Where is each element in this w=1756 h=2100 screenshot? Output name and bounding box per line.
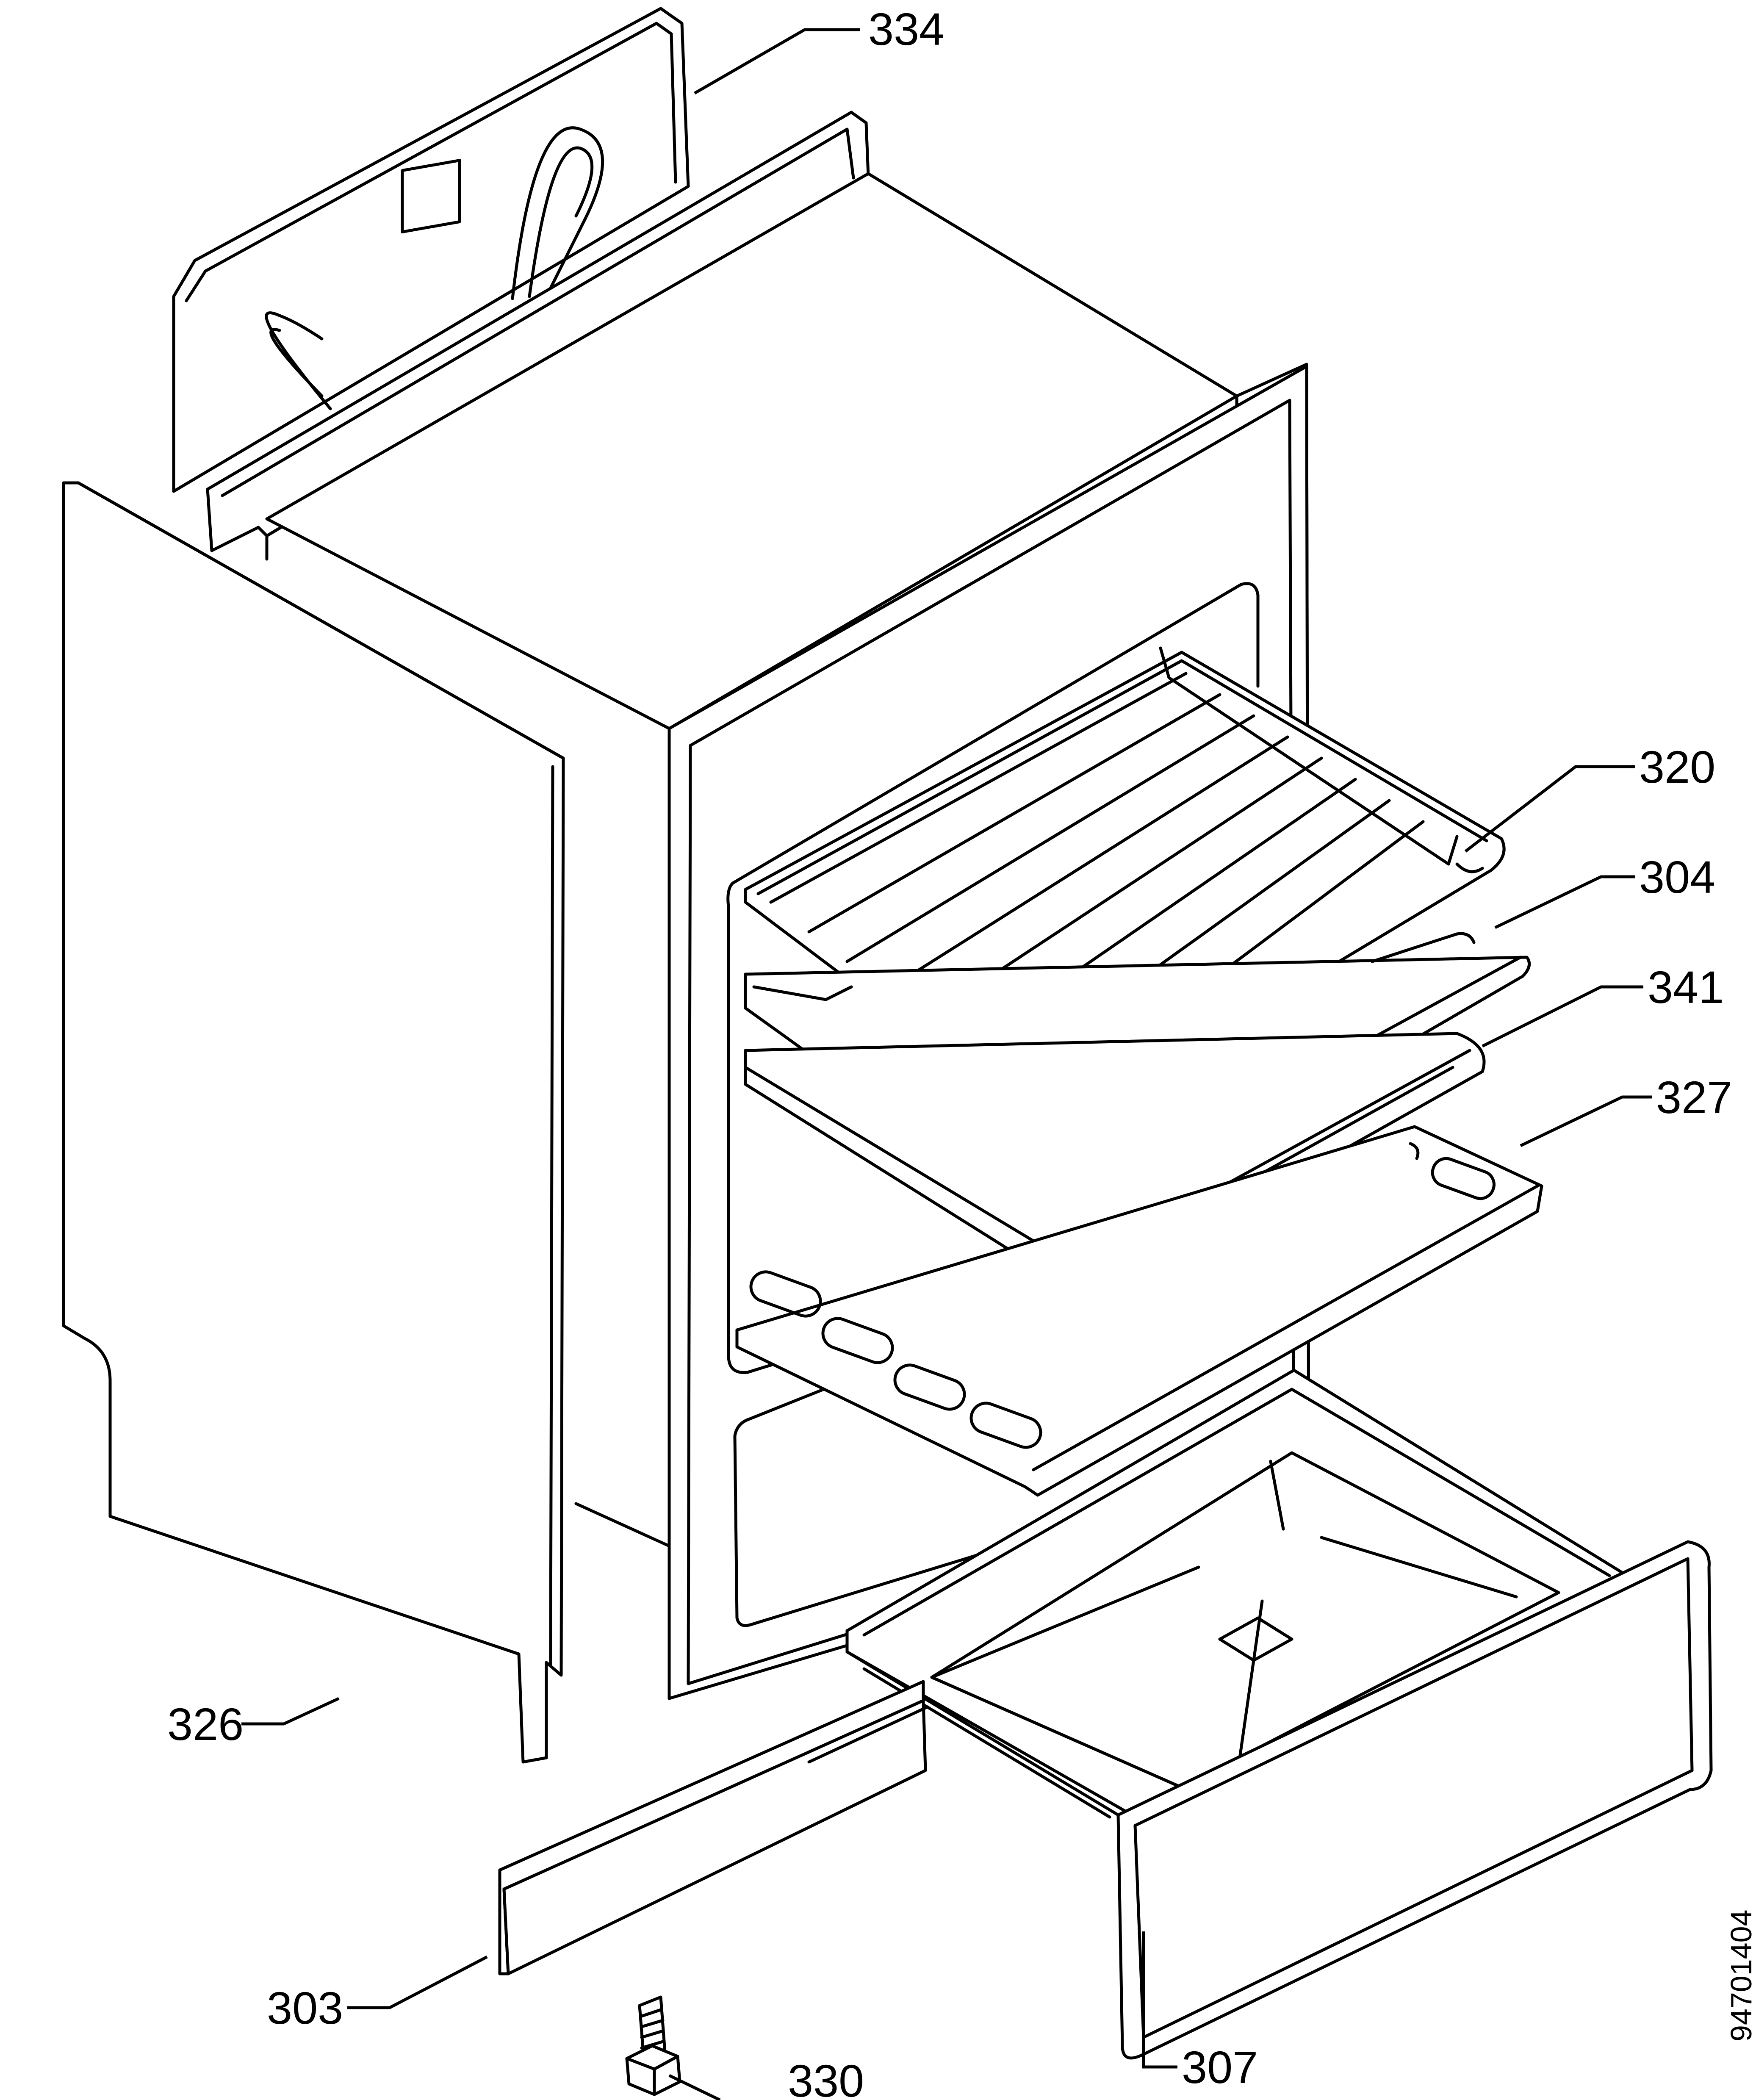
callout-labels: 334 320 304 341 327 326 303 330 307 9470…	[167, 3, 1756, 2100]
callout-327: 327	[1656, 1072, 1732, 1123]
back-panel	[172, 7, 690, 493]
callout-320: 320	[1639, 741, 1715, 792]
callout-334: 334	[868, 3, 944, 55]
callout-341: 341	[1648, 961, 1724, 1013]
leader-lines	[241, 28, 1652, 2100]
drawing-number: 94701404	[1725, 1910, 1756, 2042]
callout-303: 303	[267, 1982, 343, 2034]
adjustable-foot	[625, 1995, 681, 2096]
callout-330: 330	[788, 2055, 864, 2100]
plinth-strip	[498, 1680, 929, 1975]
side-panel	[62, 481, 565, 1764]
callout-326: 326	[167, 1698, 244, 1750]
oven-floor-plate	[735, 1125, 1543, 1497]
callout-304: 304	[1639, 851, 1715, 903]
callout-307: 307	[1182, 2042, 1258, 2093]
